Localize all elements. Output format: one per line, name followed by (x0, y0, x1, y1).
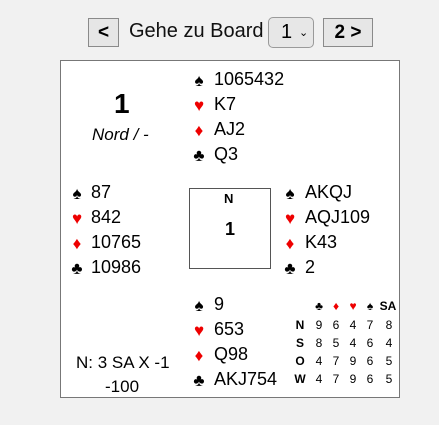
spade-icon: ♠ (72, 184, 82, 203)
table-row-seat: W (294, 372, 306, 386)
north-diamonds: AJ2 (214, 119, 246, 139)
south-spades: 9 (214, 294, 225, 314)
west-diamonds: 10765 (91, 232, 142, 252)
south-clubs: AKJ754 (214, 369, 278, 389)
north-hearts: K7 (214, 94, 237, 114)
table-cell: 5 (385, 354, 393, 368)
east-clubs: 2 (305, 257, 316, 277)
spade-icon: ♠ (366, 299, 374, 313)
table-cell: 7 (332, 372, 340, 386)
board-navigation: < Gehe zu Board 1 ⌄ 2 > (0, 0, 439, 60)
table-cell: 8 (385, 318, 393, 332)
club-icon: ♣ (71, 259, 83, 278)
diamond-icon: ♦ (285, 234, 295, 253)
table-cell: 6 (366, 336, 374, 350)
east-diamonds: K43 (305, 232, 338, 252)
next-board-button[interactable]: 2 > (323, 18, 373, 47)
compass-board-number: 1 (225, 219, 236, 239)
goto-board-label: Gehe zu Board (129, 20, 264, 42)
spade-icon: ♠ (285, 184, 295, 203)
table-cell: 4 (349, 336, 357, 350)
table-cell: 4 (315, 354, 323, 368)
table-row-seat: O (295, 354, 305, 368)
table-cell: 6 (332, 318, 340, 332)
heart-icon: ♥ (193, 96, 205, 115)
table-cell: 6 (366, 372, 374, 386)
table-cell: 9 (315, 318, 323, 332)
heart-icon: ♥ (284, 209, 296, 228)
diamond-icon: ♦ (72, 234, 82, 253)
heart-icon: ♥ (71, 209, 83, 228)
south-hearts: 653 (214, 319, 245, 339)
club-icon: ♣ (193, 371, 205, 390)
west-spades: 87 (91, 182, 112, 202)
table-row-seat: N (295, 318, 305, 332)
table-cell: 9 (349, 372, 357, 386)
contract-result: N: 3 SA X -1 (76, 353, 170, 372)
club-icon: ♣ (284, 259, 296, 278)
table-cell: 8 (315, 336, 323, 350)
club-icon: ♣ (193, 146, 205, 165)
north-spades: 1065432 (214, 69, 285, 89)
table-cell: 4 (385, 336, 393, 350)
previous-board-button[interactable]: < (88, 18, 119, 47)
heart-icon: ♥ (349, 299, 357, 313)
compass-north-label: N (224, 191, 234, 206)
club-icon: ♣ (315, 299, 323, 313)
score: -100 (105, 377, 140, 396)
west-clubs: 10986 (91, 257, 142, 277)
diamond-icon: ♦ (194, 121, 204, 140)
table-cell: 5 (385, 372, 393, 386)
diamond-icon: ♦ (194, 346, 204, 365)
compass-box: N 1 (189, 188, 271, 269)
board-select[interactable]: 1 ⌄ (268, 17, 314, 48)
board-select-value: 1 (281, 21, 293, 43)
table-cell: 4 (315, 372, 323, 386)
board-number: 1 (114, 88, 130, 119)
diamond-icon: ♦ (332, 299, 340, 313)
table-cell: 7 (366, 318, 374, 332)
no-trump-header: SA (379, 299, 397, 313)
chevron-down-icon: ⌄ (299, 27, 309, 39)
table-cell: 5 (332, 336, 340, 350)
table-cell: 7 (332, 354, 340, 368)
table-cell: 4 (349, 318, 357, 332)
west-hearts: 842 (91, 207, 122, 227)
heart-icon: ♥ (193, 321, 205, 340)
table-cell: 6 (366, 354, 374, 368)
spade-icon: ♠ (194, 71, 204, 90)
south-diamonds: Q98 (214, 344, 249, 364)
east-hearts: AQJ109 (305, 207, 371, 227)
north-clubs: Q3 (214, 144, 239, 164)
table-cell: 9 (349, 354, 357, 368)
makeable-tricks-table: ♣ ♦ ♥ ♠ SA N 9 6 4 7 8 S 8 5 4 6 4 O 4 7… (289, 299, 399, 389)
spade-icon: ♠ (194, 296, 204, 315)
table-row-seat: S (295, 336, 304, 350)
dealer-vulnerability: Nord / - (92, 125, 149, 144)
board-diagram: 1 Nord / - ♠ 1065432 ♥ K7 ♦ AJ2 ♣ Q3 ♠ 8… (60, 60, 400, 398)
east-spades: AKQJ (305, 182, 353, 202)
